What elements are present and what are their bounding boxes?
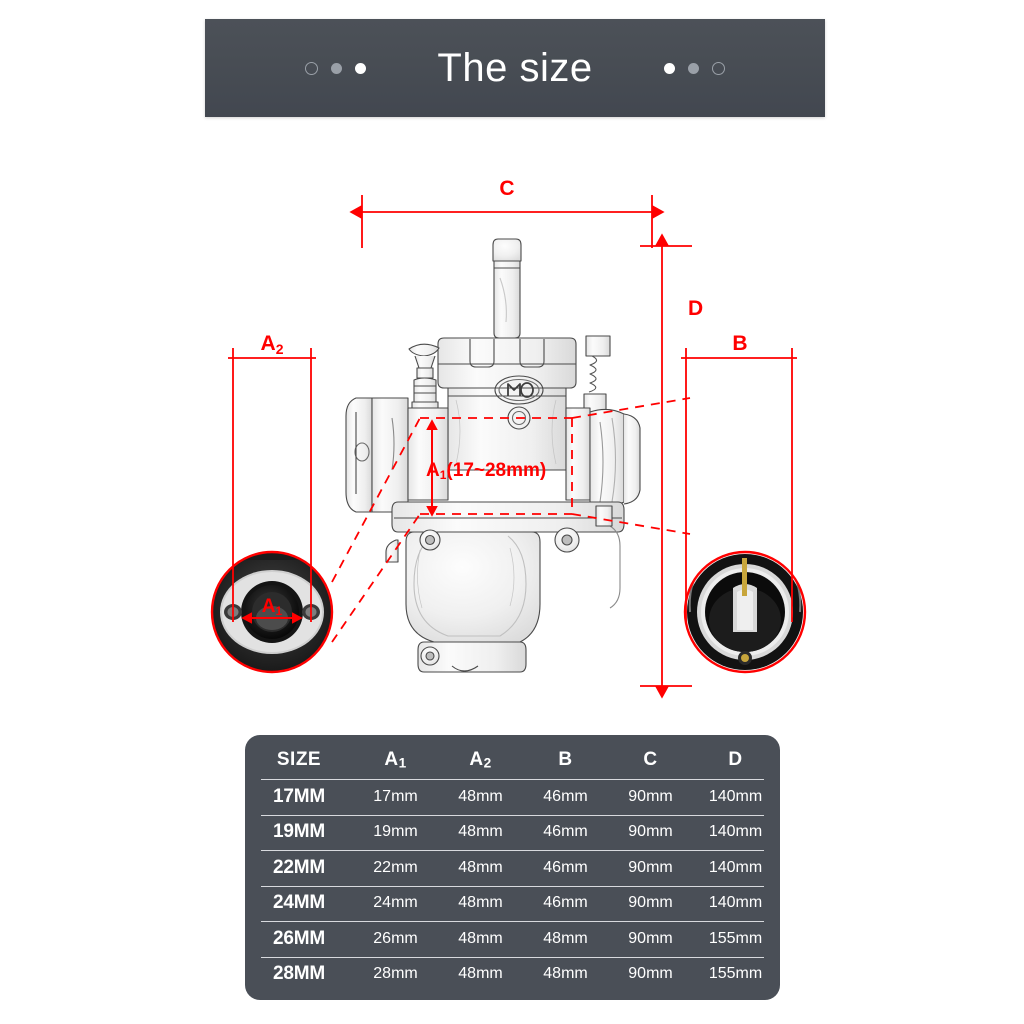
column-header-size: SIZE	[276, 749, 322, 770]
table-header-row: SIZE A1 A2 B C D	[245, 741, 780, 779]
cell-c: 90mm	[628, 823, 673, 841]
table-row: 17MM 17mm 48mm 46mm 90mm 140mm	[245, 779, 780, 815]
carburetor-illustration	[345, 238, 641, 673]
dot-hollow-icon	[305, 61, 318, 75]
dimension-label-a1-range: A1(17~28mm)	[426, 460, 546, 482]
column-header-a2: A2	[469, 749, 492, 771]
cell-a2: 48mm	[458, 787, 503, 805]
cell-size: 19MM	[273, 821, 325, 843]
dimension-d	[640, 233, 692, 699]
dimension-c	[349, 195, 665, 248]
detail-circle-outline-right	[683, 550, 807, 674]
table-row: 22MM 22mm 48mm 46mm 90mm 140mm	[245, 850, 780, 886]
dimension-label-a2: A2	[261, 332, 284, 357]
column-header-c: C	[643, 749, 658, 770]
cell-b: 48mm	[543, 929, 588, 947]
cell-size: 22MM	[273, 856, 325, 878]
projection-lines	[331, 397, 691, 643]
dot-hollow-icon	[712, 61, 725, 75]
cell-size: 28MM	[273, 963, 325, 985]
table-row: 19MM 19mm 48mm 46mm 90mm 140mm	[245, 814, 780, 851]
cell-d: 155mm	[708, 965, 763, 983]
dot-white-icon	[355, 62, 366, 74]
dimension-label-b: B	[732, 332, 747, 355]
cell-a2: 48mm	[458, 894, 503, 912]
cell-b: 46mm	[543, 823, 588, 841]
cell-a2: 48mm	[458, 929, 503, 947]
table-row: 28MM 28mm 48mm 48mm 90mm 155mm	[245, 956, 780, 993]
cell-a2: 48mm	[458, 965, 503, 983]
detail-circle-outlet	[685, 552, 805, 672]
decorative-dots-left	[305, 61, 366, 75]
cell-c: 90mm	[628, 929, 673, 947]
dimension-label-c: C	[499, 177, 514, 200]
cell-a1: 17mm	[373, 787, 418, 805]
cell-b: 46mm	[543, 894, 588, 912]
cell-size: 26MM	[273, 927, 325, 949]
dimension-b	[681, 348, 797, 622]
cell-c: 90mm	[628, 858, 673, 876]
detail-circle-outline-left	[210, 550, 334, 674]
cell-a2: 48mm	[458, 858, 503, 876]
cell-d: 140mm	[708, 823, 763, 841]
dot-gray-icon	[688, 62, 699, 74]
cell-d: 140mm	[708, 894, 763, 912]
cell-a1: 24mm	[373, 894, 418, 912]
cell-d: 140mm	[708, 858, 763, 876]
table-row: 26MM 26mm 48mm 48mm 90mm 155mm	[245, 921, 780, 957]
cell-b: 46mm	[543, 787, 588, 805]
cell-c: 90mm	[628, 787, 673, 805]
size-spec-table: SIZE A1 A2 B C D 17MM 17mm 48mm 46mm 90m…	[245, 735, 780, 1000]
cell-size: 17MM	[273, 785, 325, 807]
dimension-a2	[228, 348, 316, 622]
cell-a1: 26mm	[373, 929, 418, 947]
product-dimension-diagram: C D A2 A1	[0, 150, 1024, 710]
dot-gray-icon	[331, 62, 342, 74]
cell-c: 90mm	[628, 894, 673, 912]
dimension-label-d: D	[688, 297, 703, 320]
page-title: The size	[437, 45, 593, 90]
cell-a1: 22mm	[373, 858, 418, 876]
header-banner: The size	[205, 19, 825, 117]
cell-a1: 19mm	[373, 823, 418, 841]
dot-white-icon	[664, 62, 675, 74]
cell-b: 48mm	[543, 965, 588, 983]
column-header-a1: A1	[384, 749, 407, 771]
cell-a1: 28mm	[373, 965, 418, 983]
cell-c: 90mm	[628, 965, 673, 983]
cell-b: 46mm	[543, 858, 588, 876]
table-row: 24MM 24mm 48mm 46mm 90mm 140mm	[245, 885, 780, 922]
column-header-d: D	[728, 749, 743, 770]
cell-size: 24MM	[273, 892, 325, 914]
cell-a2: 48mm	[458, 823, 503, 841]
decorative-dots-right	[664, 61, 725, 75]
column-header-b: B	[558, 749, 573, 770]
cell-d: 155mm	[708, 929, 763, 947]
shading-strokes	[417, 399, 557, 609]
cell-d: 140mm	[708, 787, 763, 805]
